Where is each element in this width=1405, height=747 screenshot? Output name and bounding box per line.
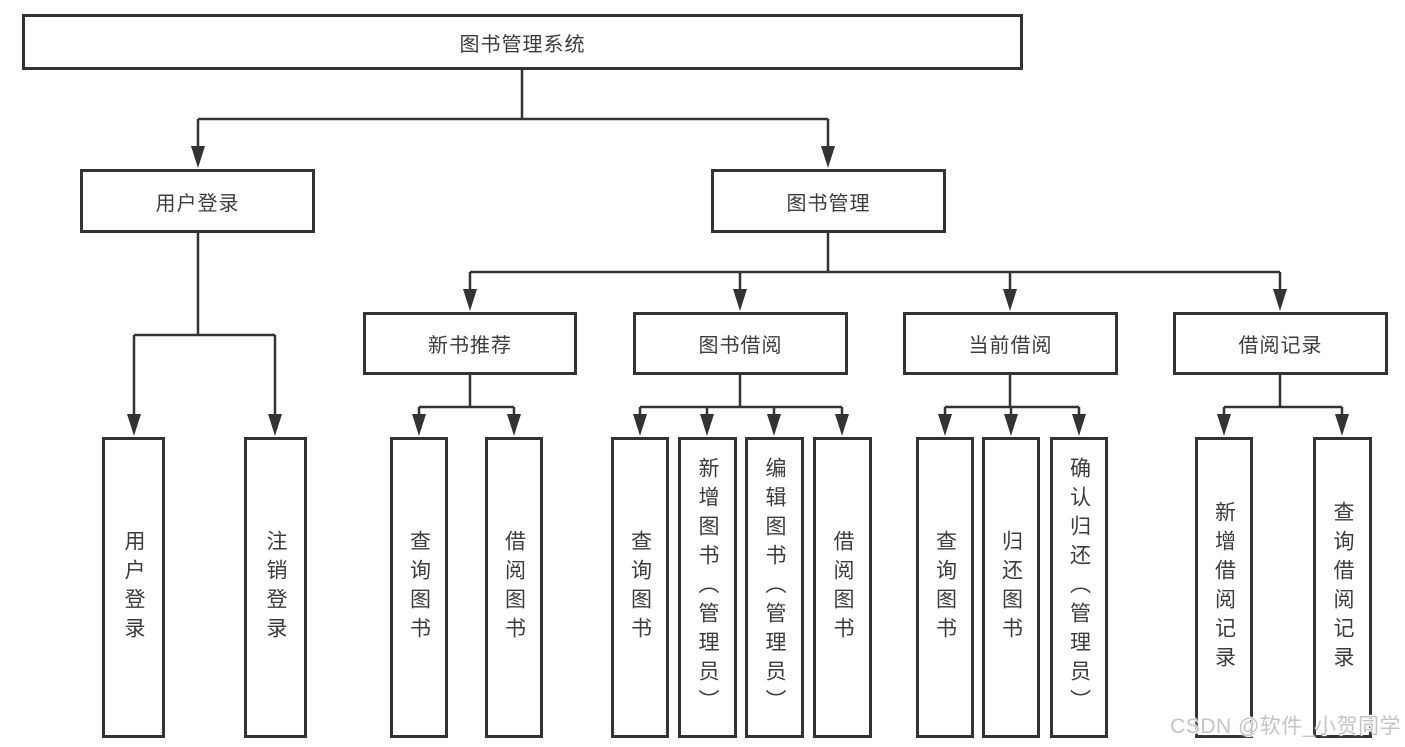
- node-label: 归还图书: [999, 529, 1023, 646]
- csdn-watermark: CSDN @软件_小贺同学: [1170, 715, 1401, 738]
- node-leaf-borrow-books-2: 借阅图书: [813, 437, 872, 738]
- node-borrow-records: 借阅记录: [1173, 312, 1388, 375]
- node-label: 确认归还（管理员）: [1067, 457, 1091, 718]
- node-label: 当前借阅: [968, 335, 1053, 357]
- node-book-management: 图书管理: [711, 169, 946, 233]
- node-label: 新增图书（管理员）: [696, 457, 719, 718]
- node-current-borrow: 当前借阅: [903, 312, 1118, 375]
- node-leaf-query-borrow-record: 查询借阅记录: [1313, 437, 1372, 738]
- node-leaf-query-books-2: 查询图书: [611, 437, 669, 738]
- node-leaf-borrow-books-1: 借阅图书: [485, 437, 543, 738]
- node-label: 新书推荐: [428, 335, 512, 357]
- node-leaf-logout: 注销登录: [244, 437, 307, 738]
- node-label: 注销登录: [264, 529, 287, 646]
- node-label: 编辑图书（管理员）: [763, 457, 786, 718]
- node-label: 图书管理: [786, 192, 871, 215]
- node-leaf-confirm-return-admin: 确认归还（管理员）: [1050, 437, 1108, 738]
- node-leaf-return-books: 归还图书: [982, 437, 1040, 738]
- node-root-library-system: 图书管理系统: [22, 14, 1023, 70]
- node-leaf-query-books-3: 查询图书: [916, 437, 974, 738]
- node-label: 图书借阅: [698, 335, 783, 357]
- node-label: 借阅图书: [831, 529, 854, 646]
- node-new-book-recommend: 新书推荐: [363, 312, 577, 375]
- node-label: 新增借阅记录: [1212, 500, 1236, 675]
- node-label: 查询图书: [628, 529, 652, 646]
- node-label: 借阅图书: [502, 529, 526, 646]
- node-leaf-edit-books-admin: 编辑图书（管理员）: [745, 437, 804, 738]
- node-label: 查询图书: [407, 529, 431, 646]
- node-leaf-add-books-admin: 新增图书（管理员）: [678, 437, 737, 738]
- node-label: 查询图书: [933, 529, 957, 646]
- node-leaf-user-login: 用户登录: [102, 437, 165, 738]
- node-label: 用户登录: [155, 192, 240, 215]
- node-label: 图书管理系统: [459, 33, 586, 56]
- node-label: 查询借阅记录: [1331, 500, 1354, 675]
- node-label: 借阅记录: [1238, 335, 1323, 357]
- node-leaf-query-books-1: 查询图书: [390, 437, 448, 738]
- node-user-login: 用户登录: [80, 169, 315, 233]
- node-label: 用户登录: [122, 529, 145, 646]
- node-book-borrow: 图书借阅: [633, 312, 848, 375]
- node-leaf-add-borrow-record: 新增借阅记录: [1195, 437, 1253, 738]
